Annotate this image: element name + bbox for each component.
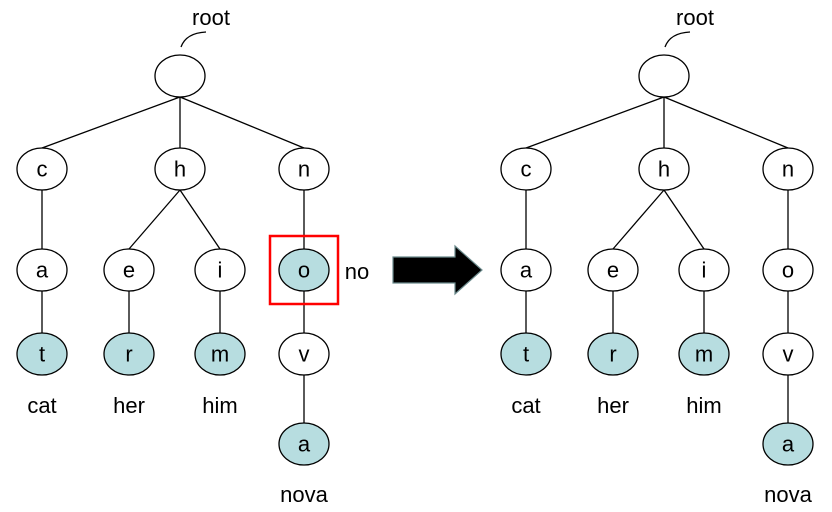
after-node-cat	[500, 332, 552, 376]
after-edge-root-n	[663, 96, 789, 149]
before-node-label-nova: a	[298, 432, 311, 457]
after-node-label-nov: v	[783, 342, 794, 367]
before-word-label-cat: cat	[27, 393, 56, 418]
before-edge-root-n	[179, 96, 305, 149]
after-node-nova	[762, 422, 814, 466]
trie-after: root c h n a e i o t r m v a cat her him nova	[500, 5, 814, 507]
before-node-label-h: h	[174, 157, 186, 182]
before-edge-root-c	[41, 96, 181, 149]
right-arrow-icon	[392, 244, 483, 296]
after-node-label-h: h	[658, 157, 670, 182]
before-node-hi	[194, 248, 246, 292]
root-label: root	[192, 5, 230, 30]
after-node-label-ca: a	[520, 258, 533, 283]
before-node-no	[278, 248, 330, 292]
before-node-ca	[16, 248, 68, 292]
after-node-label-nova: a	[782, 432, 795, 457]
after-edge-root-c	[525, 96, 665, 149]
before-node-label-hi: i	[218, 258, 223, 283]
before-node-label-c: c	[37, 157, 48, 182]
before-node-label-him: m	[211, 342, 229, 367]
root-pointer	[180, 31, 207, 48]
after-word-label-cat: cat	[511, 393, 540, 418]
before-node-c	[16, 147, 68, 191]
after-node-hi	[678, 248, 730, 292]
before-node-label-her: r	[125, 342, 132, 367]
root-label-after: root	[676, 5, 714, 30]
after-edge-h-hi	[663, 189, 705, 250]
before-node-label-cat: t	[39, 342, 45, 367]
after-node-he	[587, 248, 639, 292]
after-node-label-hi: i	[702, 258, 707, 283]
before-node-label-no: o	[298, 258, 310, 283]
before-node-label-nov: v	[299, 342, 310, 367]
after-edge-h-he	[612, 189, 665, 250]
before-word-label-him: him	[202, 393, 237, 418]
before-node-label-n: n	[298, 157, 310, 182]
before-node-him	[194, 332, 246, 376]
after-node-nov	[762, 332, 814, 376]
before-word-label-her: her	[113, 393, 145, 418]
after-word-label-nova: nova	[764, 482, 812, 507]
after-node-him	[678, 332, 730, 376]
after-node-her	[587, 332, 639, 376]
before-node-label-he: e	[123, 258, 135, 283]
before-node-he	[103, 248, 155, 292]
trie-before: root c h n a e i o no t r m v a cat her him nova	[16, 5, 369, 507]
root-pointer-after	[664, 31, 691, 48]
after-node-n	[762, 147, 814, 191]
before-node-n	[278, 147, 330, 191]
before-node-her	[103, 332, 155, 376]
before-highlight-box	[268, 234, 340, 306]
before-edge-h-hi	[179, 189, 221, 250]
after-node-label-no: o	[782, 258, 794, 283]
before-edge-h-he	[128, 189, 181, 250]
before-node-root	[154, 54, 206, 98]
after-node-no	[762, 248, 814, 292]
after-node-label-cat: t	[523, 342, 529, 367]
after-node-h	[638, 147, 690, 191]
before-node-cat	[16, 332, 68, 376]
before-word-label-nova: nova	[280, 482, 328, 507]
after-node-label-her: r	[609, 342, 616, 367]
before-highlight-word-label: no	[345, 259, 369, 284]
before-node-nov	[278, 332, 330, 376]
before-node-h	[154, 147, 206, 191]
after-node-label-n: n	[782, 157, 794, 182]
after-word-label-him: him	[686, 393, 721, 418]
after-node-root	[638, 54, 690, 98]
after-word-label-her: her	[597, 393, 629, 418]
after-node-label-he: e	[607, 258, 619, 283]
after-node-ca	[500, 248, 552, 292]
before-node-nova	[278, 422, 330, 466]
before-node-label-ca: a	[36, 258, 49, 283]
after-node-label-him: m	[695, 342, 713, 367]
after-node-label-c: c	[521, 157, 532, 182]
after-node-c	[500, 147, 552, 191]
